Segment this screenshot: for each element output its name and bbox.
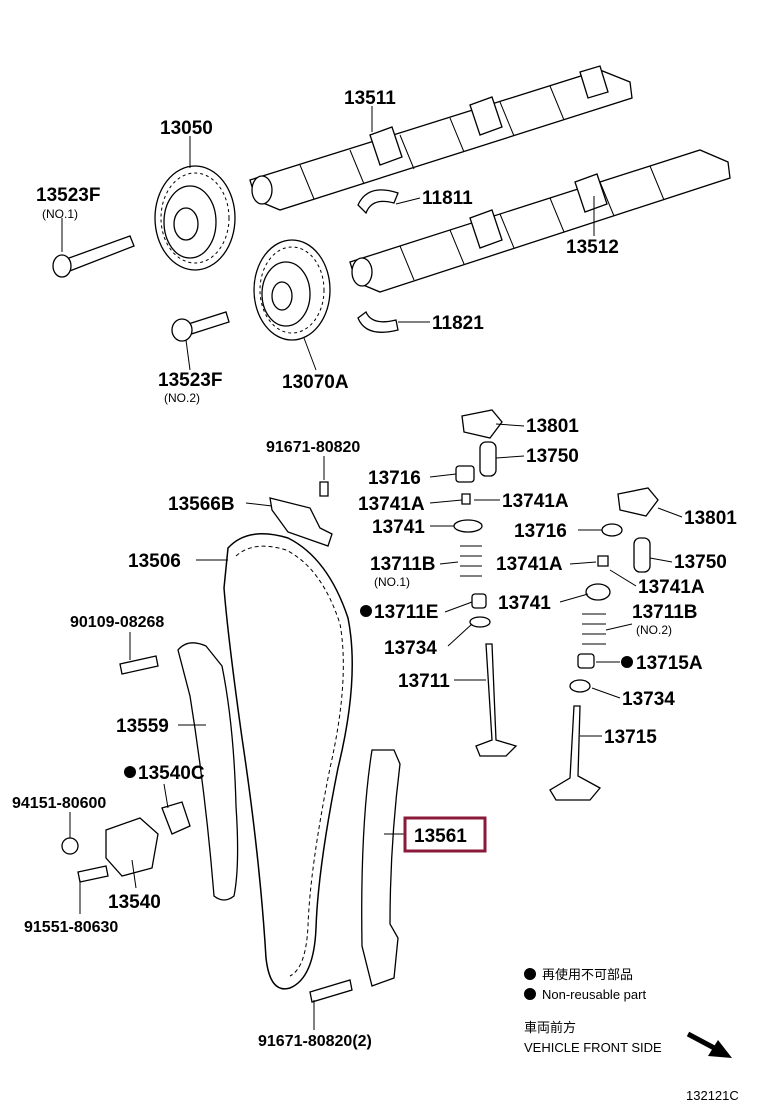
label-91551-80630: 91551-80630 xyxy=(24,919,118,936)
label-13741-b: 13741 xyxy=(498,593,551,614)
figure-code: 132121C xyxy=(686,1088,739,1103)
seal-13715a xyxy=(577,653,595,669)
label-11811: 11811 xyxy=(422,188,473,209)
leader-lines xyxy=(61,106,683,1030)
legend-bullet-jp xyxy=(524,968,536,980)
label-no2-a: (NO.2) xyxy=(164,391,200,405)
bolt-13523f-no2 xyxy=(171,311,230,342)
label-13750-a: 13750 xyxy=(526,446,579,467)
bolt-91551 xyxy=(77,865,109,883)
label-13523f-no2: 13523F xyxy=(158,370,222,391)
camshaft-upper xyxy=(249,65,633,211)
label-13506: 13506 xyxy=(128,551,181,572)
label-13741a-d: 13741A xyxy=(638,577,705,598)
chain-damper-13561 xyxy=(361,749,401,987)
nut-94151 xyxy=(61,837,79,855)
label-13715a: 13715A xyxy=(636,653,703,674)
keeper-13741a-b xyxy=(597,555,609,567)
bolt-13523f-no1 xyxy=(52,235,135,278)
bearing-11811 xyxy=(357,189,399,215)
label-no2-b: (NO.2) xyxy=(636,623,672,637)
label-13741a-a: 13741A xyxy=(358,494,425,515)
label-13540c: 13540C xyxy=(138,763,205,784)
direction-jp: 車両前方 xyxy=(524,1020,576,1035)
label-13741a-c: 13741A xyxy=(496,554,563,575)
valve-13715 xyxy=(549,705,602,801)
label-13734-a: 13734 xyxy=(384,638,437,659)
legend-bullet-en xyxy=(524,988,536,1000)
retainer-13741-b xyxy=(585,583,611,601)
legend-en: Non-reusable part xyxy=(542,987,646,1002)
label-13801-b: 13801 xyxy=(684,508,737,529)
keeper-13741a-a xyxy=(461,493,471,505)
label-13716-a: 13716 xyxy=(368,468,421,489)
rocker-13801-b xyxy=(617,487,659,517)
label-13711: 13711 xyxy=(398,671,450,692)
seal-13711e xyxy=(471,593,487,609)
label-91671-80820-2: 91671-80820(2) xyxy=(258,1033,372,1050)
valve-13711 xyxy=(475,643,518,757)
bolt-91671-bottom xyxy=(309,979,353,1003)
highlight-box-13561 xyxy=(403,816,487,853)
bearing-11821 xyxy=(357,310,399,333)
bolt-91671-top xyxy=(319,481,329,497)
bolt-90109 xyxy=(119,655,159,675)
cam-timing-gear-13050 xyxy=(154,165,236,271)
label-13716-b: 13716 xyxy=(514,521,567,542)
label-13561[interactable]: 13561 xyxy=(414,826,467,847)
label-13566b: 13566B xyxy=(168,494,235,515)
label-13734-b: 13734 xyxy=(622,689,675,710)
label-13050: 13050 xyxy=(160,118,213,139)
label-13711b-no2: 13711B xyxy=(632,602,698,623)
cap-13716-a xyxy=(455,465,475,483)
legend-jp: 再使用不可部品 xyxy=(542,967,633,982)
label-13512: 13512 xyxy=(566,237,619,258)
timing-chain-13506 xyxy=(223,533,353,990)
retainer-13741-a xyxy=(453,519,483,533)
seat-13734-b xyxy=(569,679,591,693)
label-13523f-no1: 13523F xyxy=(36,185,100,206)
tensioner-arm-13540c xyxy=(161,801,191,835)
label-13511: 13511 xyxy=(344,88,396,109)
label-13070a: 13070A xyxy=(282,372,349,393)
label-13750-b: 13750 xyxy=(674,552,727,573)
label-13741a-b: 13741A xyxy=(502,491,569,512)
non-reusable-mark-13715a xyxy=(621,656,633,668)
front-arrow-icon xyxy=(686,1031,732,1058)
lash-adjuster-13750-b xyxy=(633,537,651,573)
label-91671-80820: 91671-80820 xyxy=(266,439,360,456)
label-13715: 13715 xyxy=(604,727,657,748)
cap-13716-b xyxy=(601,523,623,537)
rocker-13801-a xyxy=(461,409,503,439)
label-90109-08268: 90109-08268 xyxy=(70,614,164,631)
cam-timing-gear-13070a xyxy=(253,239,331,341)
spring-13711b-no1 xyxy=(460,545,482,577)
label-13801-a: 13801 xyxy=(526,416,579,437)
label-no1-b: (NO.1) xyxy=(374,575,410,589)
chain-guide-13566b xyxy=(269,497,333,547)
label-13741-a: 13741 xyxy=(372,517,425,538)
label-13711b-no1: 13711B xyxy=(370,554,436,575)
non-reusable-mark-13540c xyxy=(124,766,136,778)
tensioner-13540 xyxy=(105,817,159,877)
label-no1-a: (NO.1) xyxy=(42,207,78,221)
label-13711e: 13711E xyxy=(374,602,438,623)
seat-13734-a xyxy=(469,616,491,628)
label-94151-80600: 94151-80600 xyxy=(12,795,106,812)
label-13559: 13559 xyxy=(116,716,169,737)
lash-adjuster-13750-a xyxy=(479,441,497,477)
camshaft-lower xyxy=(349,149,731,293)
label-11821: 11821 xyxy=(432,313,484,334)
direction-en: VEHICLE FRONT SIDE xyxy=(524,1040,662,1055)
chain-slipper-13559 xyxy=(177,642,239,901)
non-reusable-mark-13711e xyxy=(360,605,372,617)
label-13540: 13540 xyxy=(108,892,161,913)
spring-13711b-no2 xyxy=(582,613,606,645)
